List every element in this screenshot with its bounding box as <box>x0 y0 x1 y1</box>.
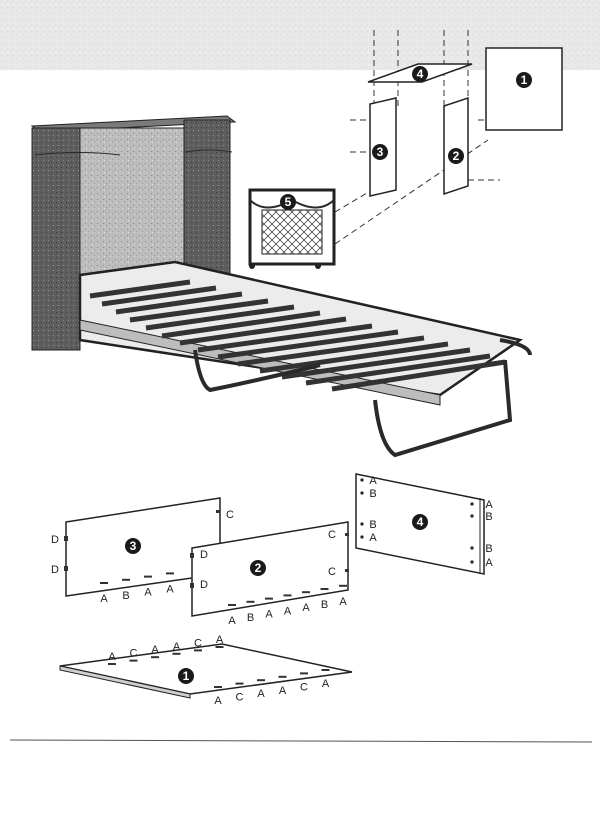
connector-label: D <box>51 564 59 576</box>
exploded-part-4-panel-number: 4 <box>412 66 428 82</box>
connector-label: C <box>236 692 244 704</box>
connector-label: A <box>284 605 292 617</box>
connector-label: A <box>322 678 330 690</box>
connector-label: A <box>279 685 287 697</box>
connector-mark <box>339 584 347 587</box>
svg-text:3: 3 <box>130 539 137 553</box>
connector-mark <box>300 672 308 675</box>
exploded-part-3-panel-number: 3 <box>372 144 388 160</box>
connector-mark <box>257 679 265 682</box>
side-panel-2 <box>443 96 469 196</box>
panel-1-number: 1 <box>178 668 194 684</box>
connector-mark <box>100 582 108 584</box>
connector-label: B <box>485 511 492 523</box>
connector-mark <box>214 686 222 688</box>
connector-label: B <box>321 599 328 611</box>
connector-label: C <box>194 637 202 649</box>
connector-label: C <box>300 681 308 693</box>
panel-2-number: 2 <box>250 560 266 576</box>
connector-label: A <box>265 609 273 621</box>
connector-mark <box>320 588 329 590</box>
connector-label: C <box>226 509 234 521</box>
exploded-part-5-shelf-number: 5 <box>280 194 296 210</box>
panel-1-detail <box>59 643 353 699</box>
svg-text:2: 2 <box>453 149 460 163</box>
svg-text:1: 1 <box>521 73 528 87</box>
bed-frame <box>78 260 532 458</box>
connector-label: A <box>173 641 181 653</box>
exploded-part-1-panel-number: 1 <box>516 72 532 88</box>
connector-mark <box>302 591 310 594</box>
connector-mark <box>278 675 287 678</box>
svg-text:5: 5 <box>285 195 292 209</box>
connector-mark <box>216 510 220 513</box>
connector-mark <box>228 604 236 606</box>
connector-label: C <box>328 529 336 541</box>
svg-text:3: 3 <box>377 145 384 159</box>
connector-mark <box>190 583 194 588</box>
connector-label: A <box>214 695 222 707</box>
back-panel-1 <box>485 47 563 131</box>
connector-label: C <box>328 566 336 578</box>
bed-slats <box>89 279 506 392</box>
svg-text:2: 2 <box>255 561 262 575</box>
panel-3-number: 3 <box>125 538 141 554</box>
connector-mark <box>345 533 349 536</box>
svg-text:4: 4 <box>417 67 424 81</box>
connector-label: B <box>247 612 254 624</box>
svg-text:1: 1 <box>183 669 190 683</box>
connector-label: A <box>166 583 174 595</box>
connector-label: A <box>485 557 493 569</box>
connector-label: A <box>144 587 152 599</box>
connector-label: A <box>108 651 116 663</box>
part-5-shelf <box>248 188 336 269</box>
connector-mark <box>194 649 202 652</box>
connector-label: A <box>369 532 377 544</box>
connector-mark <box>64 536 68 541</box>
connector-mark <box>64 566 68 571</box>
connector-label: C <box>130 648 138 660</box>
connector-mark <box>283 594 292 597</box>
connector-label: D <box>200 579 208 591</box>
connector-mark <box>166 572 174 575</box>
connector-mark <box>122 578 130 581</box>
connector-label: B <box>485 543 492 555</box>
connector-mark <box>246 600 255 603</box>
panel-4-number: 4 <box>412 514 428 530</box>
connector-mark <box>321 669 330 671</box>
connector-mark <box>190 553 194 558</box>
connector-label: B <box>122 590 129 602</box>
connector-mark <box>144 575 152 578</box>
connector-mark <box>265 597 273 600</box>
connector-mark <box>129 659 138 662</box>
connector-label: A <box>369 475 377 487</box>
wall-cabinet <box>30 115 237 351</box>
svg-text:4: 4 <box>417 515 424 529</box>
connector-label: A <box>257 688 265 700</box>
connector-label: B <box>369 519 376 531</box>
connector-mark <box>215 646 224 648</box>
connector-mark <box>151 656 159 659</box>
connector-label: D <box>51 534 59 546</box>
connector-mark <box>345 569 349 572</box>
connector-label: A <box>216 634 224 646</box>
connector-label: A <box>228 615 236 627</box>
connector-label: A <box>302 602 310 614</box>
connector-mark <box>108 663 116 665</box>
connector-mark <box>235 682 244 685</box>
connector-label: A <box>151 644 159 656</box>
connector-label: A <box>339 596 347 608</box>
connector-label: D <box>200 549 208 561</box>
connector-label: B <box>369 488 376 500</box>
exploded-part-2-panel-number: 2 <box>448 148 464 164</box>
connector-label: A <box>485 499 493 511</box>
bottom-rule <box>9 739 593 743</box>
connector-mark <box>172 652 181 655</box>
exploded-view <box>248 30 563 269</box>
connector-label: A <box>100 593 108 605</box>
